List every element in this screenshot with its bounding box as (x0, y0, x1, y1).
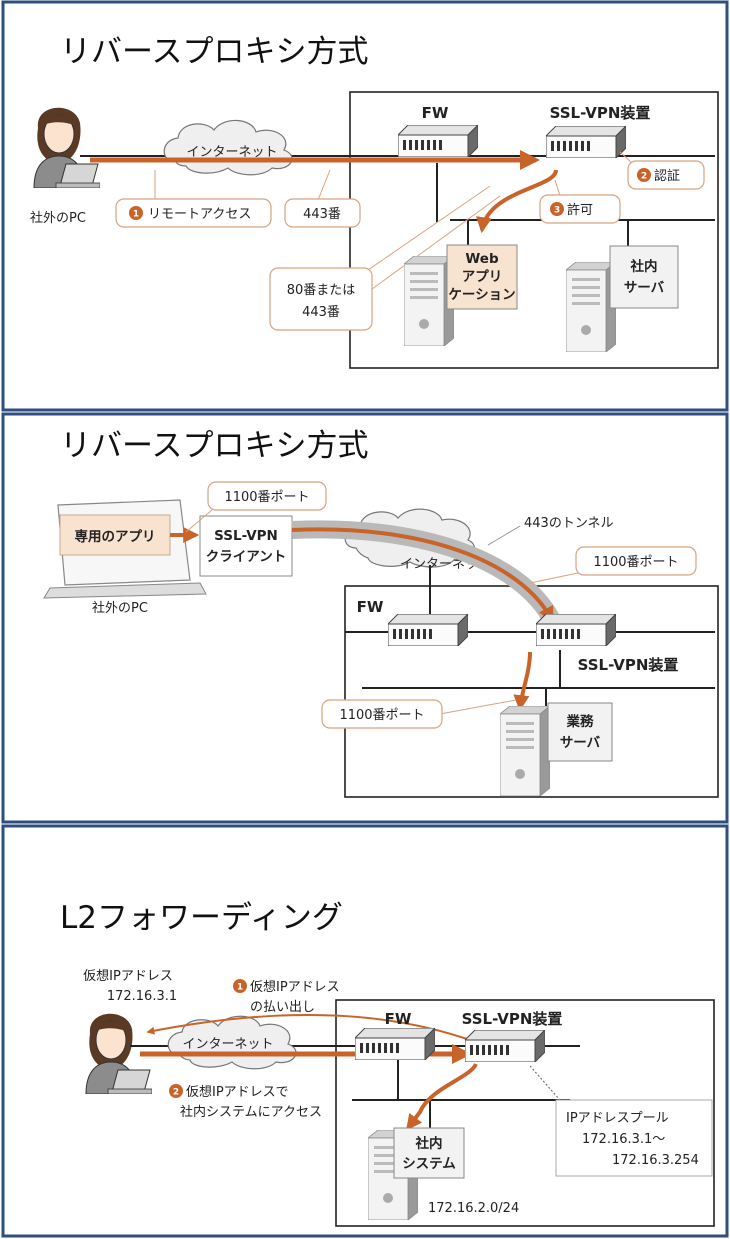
callout-port-80-443: 80番または 443番 (269, 185, 501, 331)
step-2-line2: 社内システムにアクセス (180, 1104, 322, 1120)
client-box: SSL-VPN クライアント (199, 515, 293, 577)
web-app-line2: アプリ (462, 269, 503, 285)
app-box: 専用のアプリ (59, 514, 171, 556)
step-2-badge-3: 2 (173, 1088, 179, 1098)
ip-pool-callout: IPアドレスプール 172.16.3.1～ 172.16.3.254 (529, 1065, 713, 1177)
client-line1: SSL-VPN (214, 528, 278, 544)
system-line2: システム (402, 1156, 456, 1172)
app-label: 専用のアプリ (75, 528, 156, 545)
server-line1: 社内 (630, 258, 658, 275)
ip-pool-title: IPアドレスプール (566, 1111, 669, 1126)
tunnel-arrow (291, 527, 554, 623)
step-1-line1: 仮想IPアドレス (250, 979, 340, 995)
port-1100-top-label: 1100番ポート (224, 490, 309, 505)
port-1100-bottom-label: 1100番ポート (339, 708, 424, 723)
remote-access-label: リモートアクセス (148, 207, 251, 222)
ip-pool-line2: 172.16.3.254 (612, 1153, 699, 1168)
fw-label: FW (422, 104, 449, 122)
web-app-line1: Web (465, 251, 499, 267)
internet-label-3: インターネット (182, 1037, 273, 1052)
permit-arrow (476, 169, 558, 234)
callout-permit: 3 許可 (539, 179, 621, 224)
fw-label-3: FW (385, 1010, 412, 1028)
step-2-annotation: 2 仮想IPアドレスで 社内システムにアクセス (169, 1084, 322, 1120)
ip-assignment-arrow (146, 1013, 471, 1041)
ssl-vpn-device-3 (465, 1030, 545, 1062)
to-system-arrow (406, 1062, 478, 1131)
business-server-line1: 業務 (566, 713, 595, 730)
step-2-badge: 2 (641, 172, 647, 182)
port-443-label: 443番 (303, 207, 341, 222)
callout-port-1100-top: 1100番ポート (185, 481, 327, 533)
firewall-device (398, 125, 478, 157)
ssl-vpn-label: SSL-VPN装置 (550, 104, 651, 122)
internal-server-tower (566, 262, 616, 352)
panel-2-frame (1, 412, 729, 824)
business-server-box: 業務 サーバ (547, 702, 613, 762)
port-80-label: 80番または (287, 283, 356, 298)
business-server-tower (500, 706, 550, 796)
server-line2: サーバ (624, 280, 665, 296)
virtual-ip-value: 172.16.3.1 (107, 989, 177, 1004)
step-1-annotation: 1 仮想IPアドレス の払い出し (233, 979, 340, 1015)
to-server-arrow (513, 651, 532, 712)
ssl-vpn-label-3: SSL-VPN装置 (462, 1010, 563, 1028)
intranet-boundary (349, 91, 719, 369)
callout-port-1100-mid: 1100番ポート (529, 546, 697, 584)
step-3-badge: 3 (554, 206, 560, 216)
port-1100-mid-label: 1100番ポート (593, 555, 678, 570)
firewall-device-2 (388, 614, 468, 646)
callout-port-1100-bottom: 1100番ポート (321, 699, 517, 729)
permit-label: 許可 (567, 203, 593, 218)
auth-label: 認証 (654, 168, 680, 184)
ssl-vpn-device (546, 126, 626, 158)
internet-label: インターネット (186, 145, 277, 160)
pc-label-2: 社外のPC (92, 600, 148, 616)
internal-system-box: 社内 システム (393, 1127, 465, 1179)
step-1-badge: 1 (133, 210, 139, 220)
step-1-line2: の払い出し (250, 1000, 315, 1015)
ssl-vpn-label-2: SSL-VPN装置 (578, 656, 679, 674)
web-app-line3: ケーション (448, 287, 515, 303)
panel-2-title: リバースプロキシ方式 (60, 428, 368, 464)
system-line1: 社内 (415, 1135, 443, 1152)
internal-server-box: 社内 サーバ (609, 245, 679, 309)
fw-label-2: FW (357, 598, 384, 616)
callout-auth: 2 認証 (619, 151, 705, 190)
panel-1-title: リバースプロキシ方式 (60, 34, 368, 70)
business-server-line2: サーバ (560, 735, 601, 751)
ssl-vpn-device-2 (536, 614, 616, 646)
port-443b-label: 443番 (302, 305, 340, 320)
panel-3-title: L2フォワーディング (60, 900, 343, 936)
virtual-ip-label: 仮想IPアドレス (83, 968, 173, 984)
tunnel-label: 443のトンネル (524, 516, 614, 531)
callout-port-443: 443番 (284, 169, 361, 228)
intranet-boundary-3 (335, 999, 715, 1227)
client-line2: クライアント (206, 549, 286, 565)
callout-remote-access: 1 リモートアクセス (115, 170, 272, 228)
ip-pool-line1: 172.16.3.1～ (582, 1132, 665, 1147)
callout-tunnel: 443のトンネル (487, 516, 614, 546)
step-2-line1: 仮想IPアドレスで (186, 1084, 289, 1100)
pc-label: 社外のPC (30, 210, 86, 226)
subnet-label: 172.16.2.0/24 (428, 1201, 519, 1216)
step-1-badge-3: 1 (237, 983, 243, 993)
firewall-device-3 (355, 1028, 435, 1060)
web-app-box: Web アプリ ケーション (446, 244, 518, 310)
